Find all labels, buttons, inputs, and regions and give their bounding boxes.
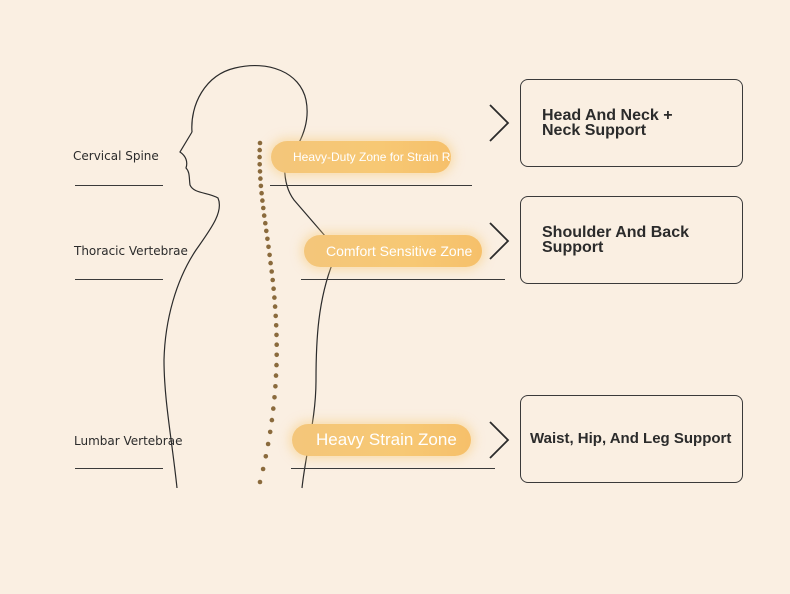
spine-dot	[257, 479, 263, 485]
spine-dot	[257, 169, 263, 174]
support-line2: Support	[542, 239, 604, 256]
spine-dot	[274, 352, 280, 358]
spine-dot	[265, 441, 271, 447]
zone-pill-heavy-duty: Heavy-Duty Zone for Strain Re	[271, 141, 451, 173]
spine-dot	[269, 417, 275, 423]
spine-dot	[265, 236, 270, 242]
spine-dot	[274, 332, 279, 338]
spine-dot	[272, 304, 278, 309]
zone-label: Heavy-Duty Zone for Strain Re	[293, 150, 451, 164]
support-line1: Head And Neck +	[542, 107, 673, 124]
body-outline-front	[191, 64, 333, 245]
zone-label: Heavy Strain Zone	[316, 430, 457, 449]
spine-dot	[271, 286, 276, 292]
spine-dot	[274, 342, 280, 348]
spine-dot	[269, 269, 275, 274]
spine-dot	[257, 154, 262, 160]
spine-dot	[273, 384, 278, 389]
spine-dot	[258, 176, 263, 181]
zone-underline	[301, 279, 505, 280]
spine-dot	[263, 454, 269, 459]
spine-dot	[257, 140, 263, 146]
spine-dot	[272, 295, 277, 300]
zone-pill-heavy-strain: Heavy Strain Zone	[292, 424, 471, 456]
spine-dot	[258, 183, 264, 189]
chevron-right-icon	[489, 104, 510, 142]
region-underline	[75, 468, 163, 469]
chevron-right-icon	[489, 421, 510, 459]
spine-dot	[260, 198, 265, 203]
zone-pill-comfort: Comfort Sensitive Zone	[304, 235, 482, 267]
support-box-head-neck: Head And Neck + Neck Support	[520, 79, 743, 167]
zone-underline	[291, 468, 495, 469]
spine-dot	[259, 190, 264, 196]
region-underline	[75, 279, 163, 280]
spine-dotted-line	[257, 140, 280, 485]
spine-dot	[260, 466, 266, 472]
region-underline	[75, 185, 163, 186]
spine-dot	[261, 213, 267, 218]
support-line1: Shoulder And Back	[542, 224, 689, 241]
spine-dot	[274, 362, 279, 368]
support-line2: Neck Support	[542, 122, 647, 139]
spine-dot	[273, 323, 279, 328]
spine-dot	[264, 228, 269, 234]
face-profile	[163, 131, 220, 489]
spine-dot	[266, 244, 271, 250]
region-label-lumbar: Lumbar Vertebrae	[74, 434, 183, 448]
support-box-shoulder-back: Shoulder And Back Support	[520, 196, 743, 284]
chevron-right-icon	[489, 222, 510, 260]
region-label-cervical: Cervical Spine	[73, 149, 159, 163]
spine-dot	[270, 277, 276, 283]
support-box-waist-hip-leg: Waist, Hip, And Leg Support	[520, 395, 743, 483]
region-label-thoracic: Thoracic Vertebrae	[74, 244, 188, 258]
spine-dot	[257, 162, 263, 167]
spine-dot	[268, 260, 273, 266]
spine-dot	[263, 220, 268, 226]
spine-dot	[261, 205, 266, 211]
spine-dot	[273, 373, 279, 378]
zone-underline	[270, 185, 472, 186]
spine-dot	[267, 429, 273, 435]
support-line1: Waist, Hip, And Leg Support	[530, 430, 732, 447]
zone-label: Comfort Sensitive Zone	[326, 243, 473, 259]
spine-dot	[272, 395, 277, 400]
spine-dot	[267, 252, 272, 258]
spine-dot	[257, 147, 263, 153]
spine-dot	[271, 406, 276, 411]
spine-dot	[273, 313, 279, 319]
